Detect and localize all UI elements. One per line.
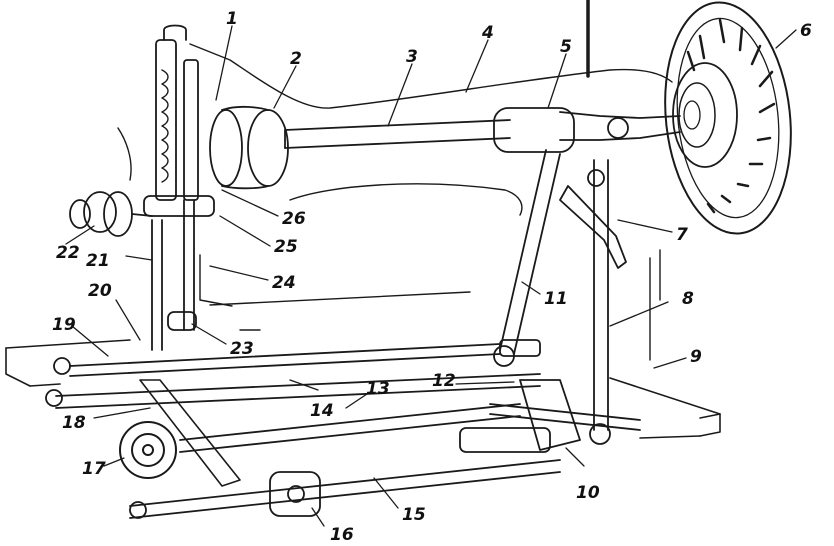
- vertical-shaft: [589, 159, 611, 445]
- label-11: 11: [544, 289, 568, 309]
- label-3: 3: [406, 47, 418, 67]
- label-6: 6: [800, 21, 812, 41]
- label-21: 21: [86, 251, 110, 271]
- label-23: 23: [230, 339, 254, 359]
- label-15: 15: [402, 505, 426, 525]
- needle-bar-column: [143, 24, 215, 351]
- label-2: 2: [290, 49, 302, 69]
- connecting-rod: [493, 149, 561, 367]
- label-5: 5: [560, 37, 572, 57]
- bed-plate: [5, 339, 721, 439]
- label-12: 12: [432, 371, 456, 391]
- label-17: 17: [82, 459, 106, 479]
- thread-tension: [69, 127, 153, 237]
- bushing-2: [209, 105, 289, 190]
- shuttle-driver: [269, 471, 321, 517]
- crank-assembly: [493, 0, 681, 153]
- label-16: 16: [330, 525, 354, 545]
- lever-7: [559, 169, 627, 269]
- shuttle-hook: [119, 379, 241, 487]
- label-19: 19: [52, 315, 76, 335]
- label-24: 24: [272, 273, 296, 293]
- leader-lines: [65, 25, 797, 527]
- label-18: 18: [62, 413, 86, 433]
- machine-arm-outline: [189, 43, 673, 361]
- label-7: 7: [676, 225, 688, 245]
- callout-labels: 1 2 3 4 5 6 7 8 9 10 11 12 13 14 15 16 1…: [52, 9, 812, 545]
- label-1: 1: [226, 9, 238, 29]
- label-13: 13: [366, 379, 390, 399]
- label-8: 8: [682, 289, 694, 309]
- label-25: 25: [274, 237, 298, 257]
- label-20: 20: [88, 281, 112, 301]
- label-9: 9: [690, 347, 702, 367]
- handwheel: [664, 1, 792, 235]
- label-14: 14: [310, 401, 334, 421]
- label-26: 26: [282, 209, 306, 229]
- label-4: 4: [481, 23, 494, 43]
- label-22: 22: [56, 243, 80, 263]
- lower-shafts: [45, 339, 641, 519]
- main-shaft: [284, 119, 511, 149]
- label-10: 10: [576, 483, 600, 503]
